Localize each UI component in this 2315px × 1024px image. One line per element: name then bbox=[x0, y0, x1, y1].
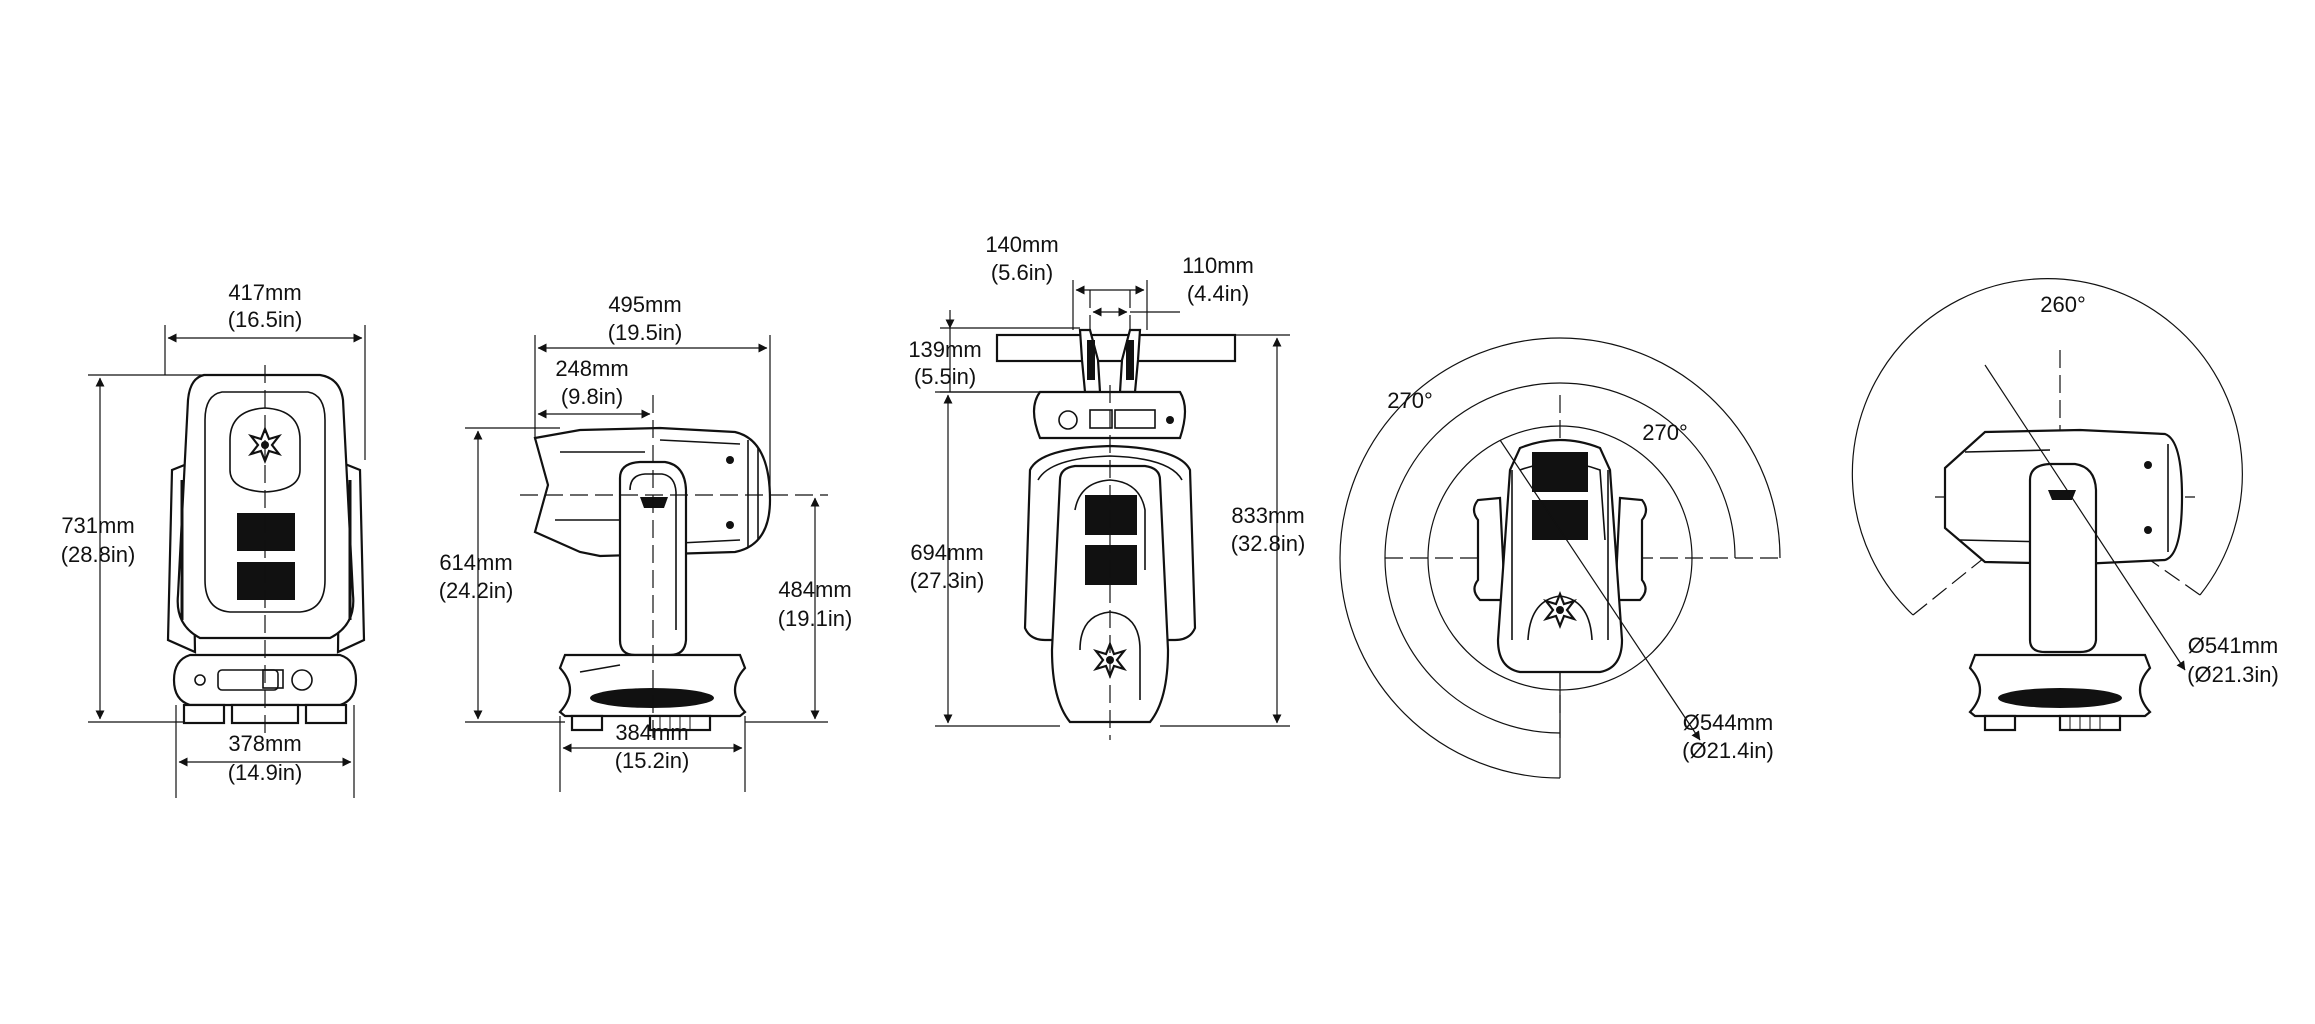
front-width-in: (16.5in) bbox=[228, 307, 303, 332]
bracket-fixture-height-mm: 694mm bbox=[910, 540, 983, 565]
side-axis-height-in: (19.1in) bbox=[778, 606, 853, 631]
bracket-spacing-a-mm: 140mm bbox=[985, 232, 1058, 257]
pan-arc-outer bbox=[1339, 337, 1781, 779]
tilt-diameter-in: (Ø21.3in) bbox=[2187, 662, 2279, 687]
bracket-clamp-height-in: (5.5in) bbox=[914, 364, 976, 389]
side-offset-in: (9.8in) bbox=[561, 384, 623, 409]
bracket-spacing-b-in: (4.4in) bbox=[1187, 281, 1249, 306]
side-height-mm: 614mm bbox=[439, 550, 512, 575]
pan-arc-inner bbox=[1384, 382, 1736, 734]
front-height-in: (28.8in) bbox=[61, 542, 136, 567]
tilt-arc bbox=[1851, 278, 2243, 616]
tilt-angle: 260° bbox=[2040, 292, 2086, 317]
front-height-mm: 731mm bbox=[61, 513, 134, 538]
bracket-spacing-b-mm: 110mm bbox=[1182, 253, 1254, 278]
bracket-view: 140mm (5.6in) 110mm (4.4in) 139mm (5.5in… bbox=[908, 232, 1305, 740]
pan-diameter-mm: Ø544mm bbox=[1683, 710, 1773, 735]
side-base-in: (15.2in) bbox=[615, 748, 690, 773]
bracket-fixture-height-in: (27.3in) bbox=[910, 568, 985, 593]
bracket-total-height-mm: 833mm bbox=[1231, 503, 1304, 528]
clamp-bar bbox=[995, 333, 1237, 363]
tilt-view: 260° Ø541mm (Ø21.3in) bbox=[1851, 278, 2279, 732]
side-height-in: (24.2in) bbox=[439, 578, 514, 603]
pan-angle-right: 270° bbox=[1642, 420, 1688, 445]
pan-view: 270° 270° Ø544mm (Ø21.4in) bbox=[1339, 337, 1785, 779]
front-width-mm: 417mm bbox=[228, 280, 301, 305]
bracket-total-height-in: (32.8in) bbox=[1231, 531, 1306, 556]
side-offset-mm: 248mm bbox=[555, 356, 628, 381]
front-base-mm: 378mm bbox=[228, 731, 301, 756]
tilt-yoke-arm bbox=[2028, 462, 2098, 654]
tilt-diameter-mm: Ø541mm bbox=[2188, 633, 2278, 658]
side-length-in: (19.5in) bbox=[608, 320, 683, 345]
bracket-clamp-height-mm: 139mm bbox=[908, 337, 981, 362]
side-length-mm: 495mm bbox=[608, 292, 681, 317]
front-base-in: (14.9in) bbox=[228, 760, 303, 785]
front-view: 417mm (16.5in) 731mm (28.8in) 378mm (14.… bbox=[61, 280, 366, 798]
side-view: 495mm (19.5in) 248mm (9.8in) 614mm (24.2… bbox=[439, 292, 853, 792]
pan-head bbox=[1496, 438, 1624, 674]
bracket-spacing-a-in: (5.6in) bbox=[991, 260, 1053, 285]
side-axis-height-mm: 484mm bbox=[778, 577, 851, 602]
pan-angle-left: 270° bbox=[1387, 388, 1433, 413]
side-base-mm: 384mm bbox=[615, 720, 688, 745]
pan-diameter-in: (Ø21.4in) bbox=[1682, 738, 1774, 763]
